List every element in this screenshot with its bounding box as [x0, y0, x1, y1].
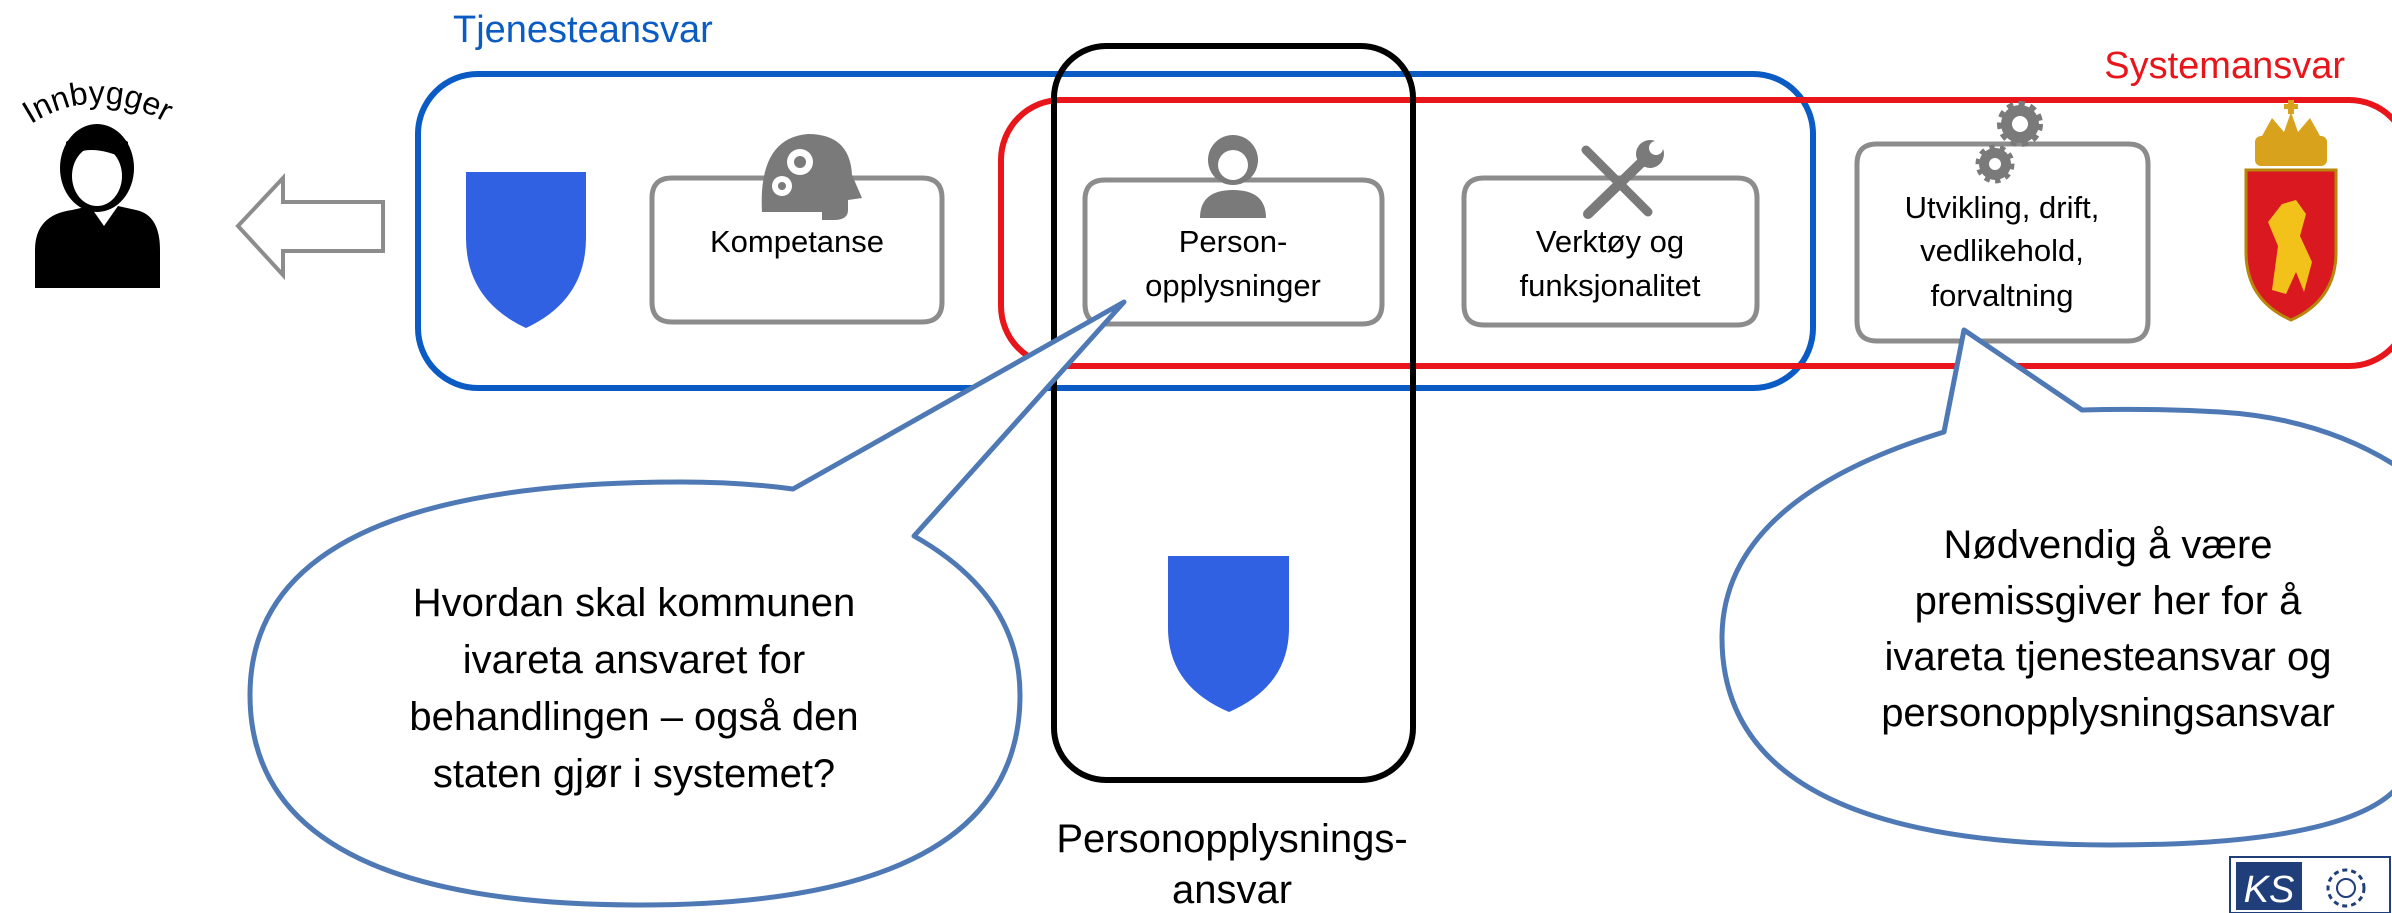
municipality-shield-icon — [466, 172, 586, 328]
competence-box: Kompetanse — [649, 134, 945, 325]
gears-icon — [1975, 101, 2043, 184]
tools-label-line1: Verktøy og — [1536, 224, 1684, 259]
personal-data-responsibility-label-line1: Personopplysnings- — [1056, 817, 1407, 861]
tools-box: Verktøy og funksjonalitet — [1461, 140, 1760, 328]
left-bubble-line4: staten gjør i systemet? — [433, 752, 835, 796]
system-responsibility-title: Systemansvar — [2104, 45, 2345, 87]
ks-logo: KS — [2229, 856, 2391, 913]
service-responsibility-frame — [415, 71, 1816, 391]
personal-data-responsibility-label-line2: ansvar — [1172, 868, 1292, 912]
tools-label-line2: funksjonalitet — [1520, 268, 1701, 303]
right-bubble-line2: premissgiver her for å — [1915, 579, 2303, 623]
personal-data-label-line2: opplysninger — [1145, 268, 1321, 303]
right-bubble-line1: Nødvendig å være — [1943, 523, 2272, 567]
right-speech-bubble: Nødvendig å være premissgiver her for å … — [1719, 327, 2392, 848]
personal-data-shield-icon — [1168, 556, 1289, 712]
right-bubble-line4: personopplysningsansvar — [1881, 691, 2335, 735]
norway-coat-of-arms-icon — [2244, 100, 2338, 322]
right-bubble-line3: ivareta tjenesteansvar og — [1885, 635, 2332, 679]
development-label-line1: Utvikling, drift, — [1905, 190, 2100, 225]
citizen-person-icon — [35, 124, 160, 288]
ks-logo-text: KS — [2244, 869, 2295, 911]
left-bubble-line1: Hvordan skal kommunen — [413, 581, 855, 625]
personal-data-responsibility-frame — [1051, 43, 1416, 783]
left-speech-bubble: Hvordan skal kommunen ivareta ansvaret f… — [247, 299, 1127, 908]
left-bubble-line2: ivareta ansvaret for — [463, 638, 805, 682]
person-icon — [1200, 135, 1266, 218]
system-responsibility-frame — [998, 97, 2392, 369]
development-label-line3: forvaltning — [1930, 278, 2073, 313]
citizen-label: Innbygger — [16, 74, 179, 130]
head-gears-icon — [761, 134, 862, 220]
left-bubble-line3: behandlingen – også den — [409, 695, 858, 739]
arrow-left-icon — [235, 172, 385, 281]
personal-data-label-line1: Person- — [1179, 224, 1288, 259]
personal-data-box: Person- opplysninger — [1082, 135, 1385, 327]
wrench-screwdriver-icon — [1581, 140, 1664, 219]
service-responsibility-title: Tjenesteansvar — [453, 9, 713, 51]
development-box: Utvikling, drift, vedlikehold, forvaltni… — [1854, 101, 2151, 344]
development-label-line2: vedlikehold, — [1920, 233, 2084, 268]
citizen-label-text: Innbygger — [16, 74, 179, 130]
competence-label: Kompetanse — [710, 224, 884, 259]
